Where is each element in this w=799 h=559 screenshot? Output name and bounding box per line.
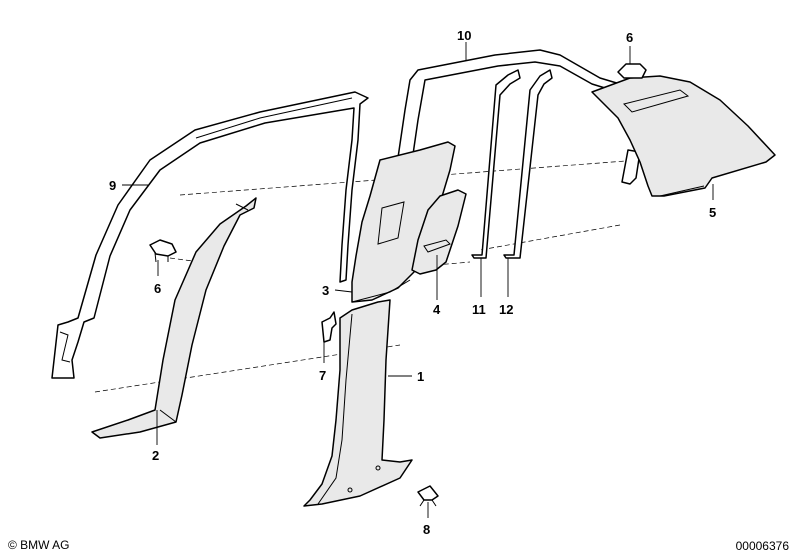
part-7-bracket <box>321 311 337 343</box>
callout-5: 5 <box>709 205 716 220</box>
leader-lines <box>122 42 714 518</box>
part-4-handle-trim <box>411 189 467 275</box>
part-5-c-pillar-trim <box>591 75 776 197</box>
callout-6-right: 6 <box>626 30 633 45</box>
part-6-clip-right <box>617 63 647 79</box>
callout-4: 4 <box>433 302 441 317</box>
callout-1: 1 <box>417 369 424 384</box>
catalog-number: 00006376 <box>735 539 789 553</box>
callout-11: 11 <box>472 302 486 317</box>
part-12-seal <box>503 69 553 259</box>
callout-6-left: 6 <box>154 281 161 296</box>
callout-8: 8 <box>423 522 430 537</box>
part-3-upper-b-pillar-trim <box>351 141 456 303</box>
callout-3: 3 <box>322 283 329 298</box>
part-6-clip-left <box>149 239 177 263</box>
part-9-window-seal <box>51 91 369 379</box>
callout-9: 9 <box>109 178 116 193</box>
part-2-a-pillar-trim <box>91 197 257 439</box>
callout-12: 12 <box>499 302 513 317</box>
callout-2: 2 <box>152 448 159 463</box>
callout-10: 10 <box>457 28 471 43</box>
part-1-lower-b-pillar-trim <box>303 299 413 507</box>
part-8-rivet <box>417 485 439 507</box>
copyright-label: © BMW AG <box>8 538 70 552</box>
callouts: 9 10 6 5 6 3 4 11 12 7 1 2 8 <box>109 28 716 537</box>
callout-7: 7 <box>319 368 326 383</box>
part-11-seal <box>471 69 521 259</box>
